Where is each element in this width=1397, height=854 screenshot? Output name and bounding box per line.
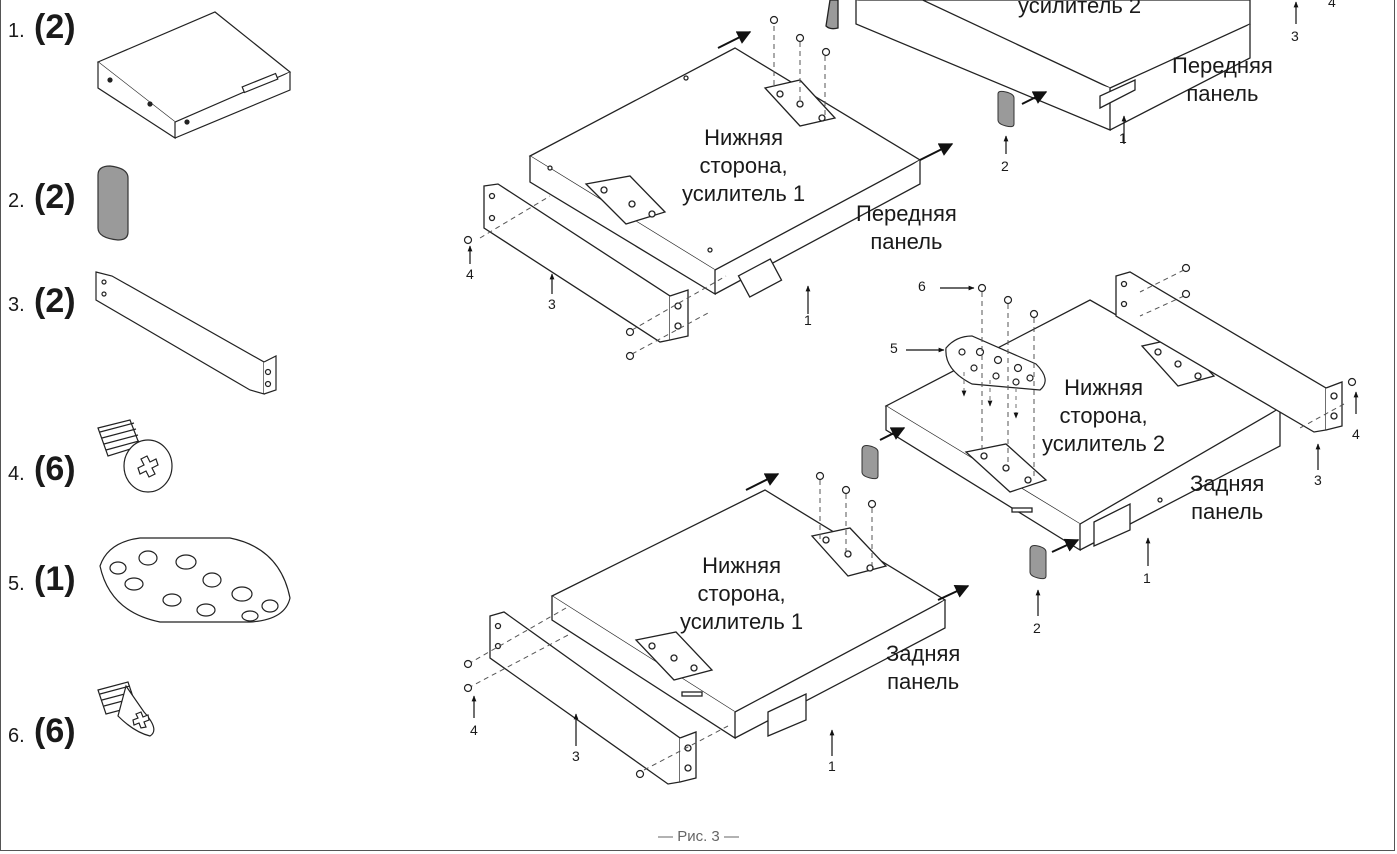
label-line: усилитель 1 — [682, 181, 806, 206]
assembly-guides-3 — [467, 480, 873, 771]
direction-arrow — [745, 473, 780, 491]
callout-number: 6 — [918, 278, 926, 294]
label-line: Нижняя — [704, 125, 784, 150]
pan-head-screw-icon — [97, 419, 173, 493]
callout-number: 3 — [548, 296, 556, 312]
callout-number: 1 — [1119, 130, 1127, 146]
flat-head-screw-icon — [97, 681, 155, 737]
part-number: 5. — [8, 573, 25, 595]
label-line: панель — [1186, 81, 1259, 106]
callout-number: 1 — [828, 758, 836, 774]
label-rear-panel-left: Задняя панель — [886, 640, 960, 696]
pad-icon — [97, 165, 129, 241]
part-number: 6. — [8, 725, 25, 747]
joining-plate-placed — [945, 335, 1046, 391]
callout-number: 4 — [1328, 0, 1336, 10]
direction-arrow — [1021, 91, 1048, 105]
label-bottom-side-amp2: Нижняя сторона, усилитель 2 — [1042, 374, 1165, 458]
label-line: Передняя — [1172, 53, 1273, 78]
part-number: 4. — [8, 463, 25, 485]
label-line: панель — [887, 669, 960, 694]
direction-arrow — [879, 427, 906, 441]
amp1-rear-view — [550, 489, 947, 740]
callout-number: 5 — [890, 340, 898, 356]
screws-group-3 — [463, 471, 877, 779]
part-quantity: (2) — [34, 282, 76, 320]
callout-number: 3 — [1291, 28, 1299, 44]
part-number: 2. — [8, 190, 25, 212]
label-line: Нижняя — [1064, 375, 1144, 400]
amplifier-icon — [96, 11, 292, 140]
callout-number: 2 — [1033, 620, 1041, 636]
label-line: панель — [870, 229, 943, 254]
direction-arrow — [717, 31, 752, 49]
assembly-guides-2 — [981, 269, 1345, 480]
label-line: сторона, — [697, 581, 786, 606]
callout-number: 4 — [1352, 426, 1360, 442]
label-line: Задняя — [886, 641, 961, 666]
label-front-panel-top-left: Передняя панель — [856, 200, 957, 256]
assembly-guides-1 — [479, 26, 826, 355]
label-bottom-side-amp1-bottom: Нижняя сторона, усилитель 1 — [680, 552, 803, 636]
callout-number: 1 — [1143, 570, 1151, 586]
direction-arrow — [1051, 538, 1080, 553]
callout-number: 1 — [804, 312, 812, 328]
direction-arrow — [919, 143, 954, 161]
rack-ear-right-2 — [1115, 271, 1343, 433]
pad-amp2-right — [1029, 545, 1047, 580]
figure-caption: — Рис. 3 — — [658, 828, 739, 845]
part-number: 1. — [8, 20, 25, 42]
label-line: Задняя — [1190, 471, 1265, 496]
part-quantity: (2) — [34, 178, 76, 216]
callout-number: 3 — [572, 748, 580, 764]
callout-number: 2 — [1001, 158, 1009, 174]
part-number: 3. — [8, 294, 25, 316]
pad-amp2-left — [861, 445, 879, 480]
label-line: Передняя — [856, 201, 957, 226]
label-bottom-side-amp1-top: Нижняя сторона, усилитель 1 — [682, 124, 805, 208]
rack-ear-left-1 — [483, 183, 689, 343]
part-quantity: (6) — [34, 450, 76, 488]
part-quantity: (6) — [34, 712, 76, 750]
label-rear-panel-right: Задняя панель — [1190, 470, 1264, 526]
part-quantity: (2) — [34, 8, 76, 46]
label-front-panel-top-right: Передняя панель — [1172, 52, 1273, 108]
label-amp2-top: усилитель 2 — [1018, 0, 1141, 20]
screws-group-1 — [463, 15, 831, 361]
pad-amp2 — [997, 90, 1015, 128]
label-line: Нижняя — [702, 553, 782, 578]
joining-plate-icon — [99, 537, 291, 623]
rack-ear-icon — [95, 271, 277, 395]
label-line: панель — [1191, 499, 1264, 524]
direction-arrow — [937, 584, 970, 601]
callout-number: 3 — [1314, 472, 1322, 488]
part-quantity: (1) — [34, 560, 76, 598]
callout-number: 4 — [470, 722, 478, 738]
callout-number: 4 — [466, 266, 474, 282]
label-text: усилитель 2 — [1018, 0, 1142, 18]
label-line: усилитель 1 — [680, 609, 804, 634]
label-line: сторона, — [1059, 403, 1148, 428]
label-line: усилитель 2 — [1042, 431, 1166, 456]
screws-group-2 — [977, 263, 1357, 387]
label-line: сторона, — [699, 153, 788, 178]
